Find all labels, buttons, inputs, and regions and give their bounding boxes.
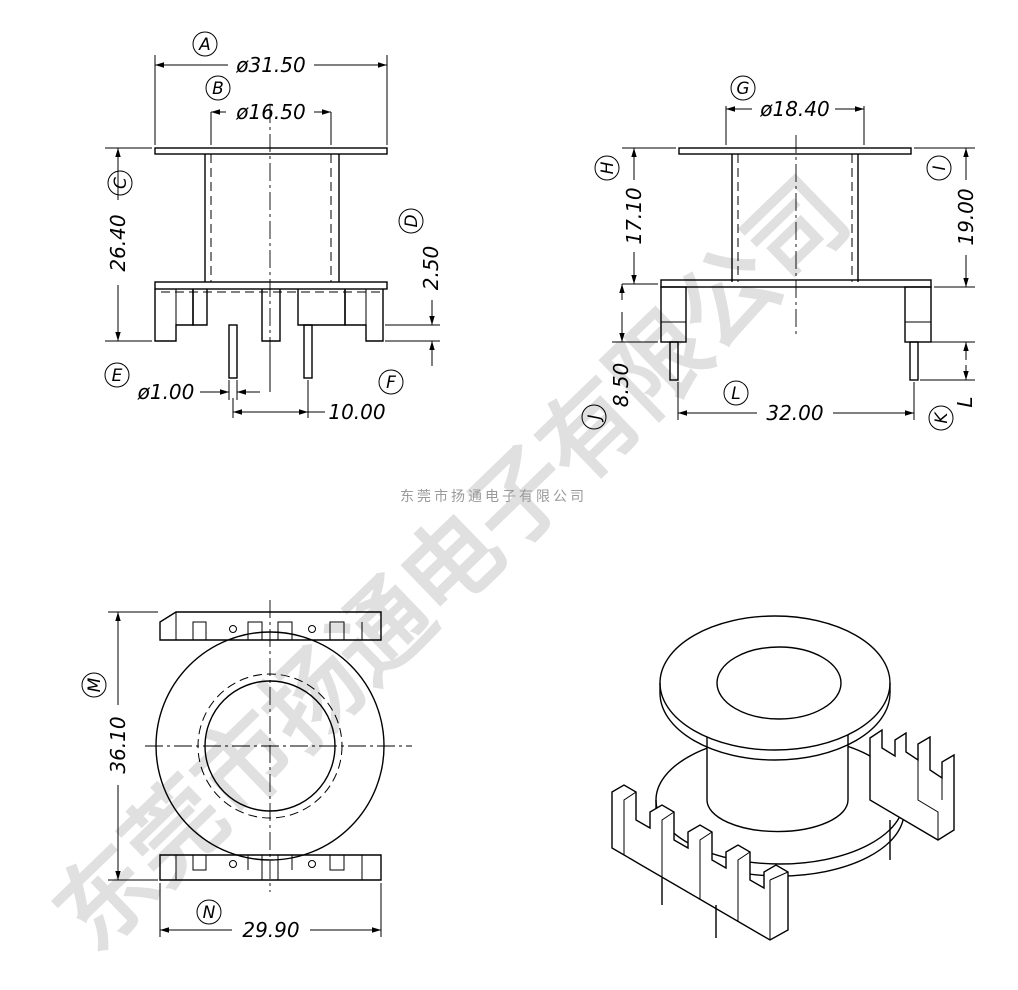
pin	[303, 324, 313, 379]
dim-label-M: M	[85, 677, 105, 692]
dim-label-B: B	[212, 79, 224, 99]
dim-label-J: J	[585, 414, 605, 422]
side-top-flange	[678, 147, 912, 155]
pin	[669, 341, 679, 381]
dim-M-value: 36.10	[106, 716, 130, 773]
dim-K-value: L	[953, 396, 977, 407]
dim-C-value: 26.40	[106, 214, 130, 271]
dim-B-value: ø16.50	[235, 100, 306, 124]
dim-G-value: ø18.40	[759, 97, 830, 121]
isometric-view	[611, 615, 955, 941]
dim-F-value: 10.00	[328, 400, 385, 424]
dim-H-value: 17.10	[622, 187, 646, 244]
side-view: G ø18.40 H 17.10 I 19.00 J 8.50 K L	[581, 75, 978, 431]
side-base-plate	[660, 279, 932, 288]
front-view: A ø31.50 B ø16.50 C 26.40 D 2.50 E ø1.00	[104, 31, 443, 424]
dim-L-value: 32.00	[766, 401, 823, 425]
dim-A-value: ø31.50	[235, 53, 306, 77]
watermark-small-text: 东莞市扬通电子有限公司	[400, 488, 587, 505]
dim-label-C: C	[111, 177, 131, 189]
dim-label-F: F	[386, 373, 396, 393]
dim-label-L: L	[731, 384, 740, 404]
dim-label-G: G	[736, 79, 749, 99]
top-view: M 36.10 N 29.90	[81, 600, 412, 942]
dim-label-N: N	[203, 903, 216, 923]
dim-label-A: A	[198, 35, 211, 55]
dim-N-value: 29.90	[242, 918, 299, 942]
dim-I-value: 19.00	[954, 188, 978, 245]
base-plate	[154, 281, 388, 290]
dim-D-value: 2.50	[419, 246, 443, 291]
dim-E-value: ø1.00	[137, 380, 195, 404]
dim-label-H: H	[598, 161, 618, 174]
dim-label-I: I	[930, 165, 950, 170]
top-flange	[154, 147, 388, 155]
pin	[909, 341, 919, 381]
pin	[228, 324, 238, 379]
dim-label-D: D	[402, 214, 422, 227]
dim-label-E: E	[112, 366, 123, 386]
dim-label-K: K	[932, 411, 952, 424]
dim-J-value: 8.50	[609, 363, 633, 408]
